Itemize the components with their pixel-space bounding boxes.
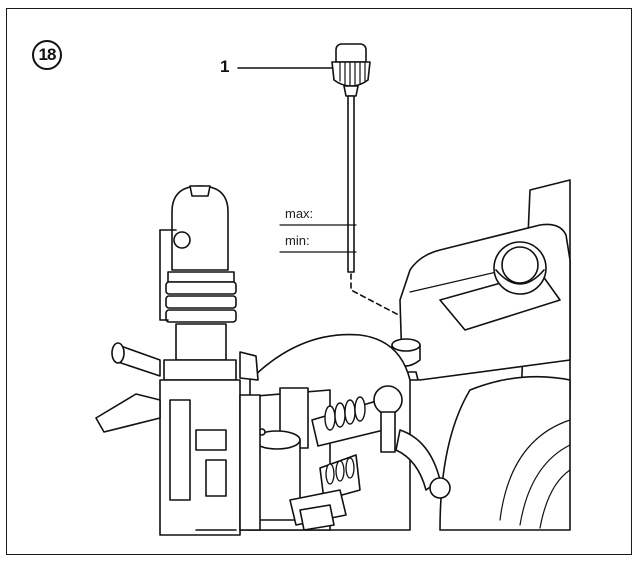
part-1-label: 1: [220, 57, 230, 76]
dipstick-rod: [347, 95, 355, 273]
engine-housing: [391, 179, 571, 531]
dipstick-min-label: min:: [285, 233, 310, 248]
dipstick-insert-path: [350, 273, 413, 323]
adjust-knob: [373, 385, 403, 415]
pressure-spring: [324, 396, 366, 431]
dipstick-max-label: max:: [285, 206, 314, 221]
column-slot: [205, 459, 227, 497]
dipstick: [279, 43, 413, 323]
filter-body: [175, 323, 227, 361]
oil-filler-opening: [391, 338, 421, 352]
flywheel-cover: [439, 375, 571, 531]
filter-coils: [165, 281, 237, 323]
figure-number: 18: [38, 45, 57, 64]
cap-hex: [189, 185, 211, 197]
pump-column: [159, 379, 241, 536]
filter-column: [95, 185, 261, 536]
figure-number-badge: 18: [32, 40, 62, 70]
dipstick-knurled-cap-top: [335, 43, 367, 63]
column-window: [195, 429, 227, 451]
dipstick-knurled-cap: [331, 61, 371, 87]
lever-end: [299, 504, 335, 531]
valve-handle: [95, 393, 161, 433]
cap-pin: [173, 231, 191, 249]
filter-cap: [171, 185, 229, 271]
dipstick-collar: [343, 85, 359, 97]
